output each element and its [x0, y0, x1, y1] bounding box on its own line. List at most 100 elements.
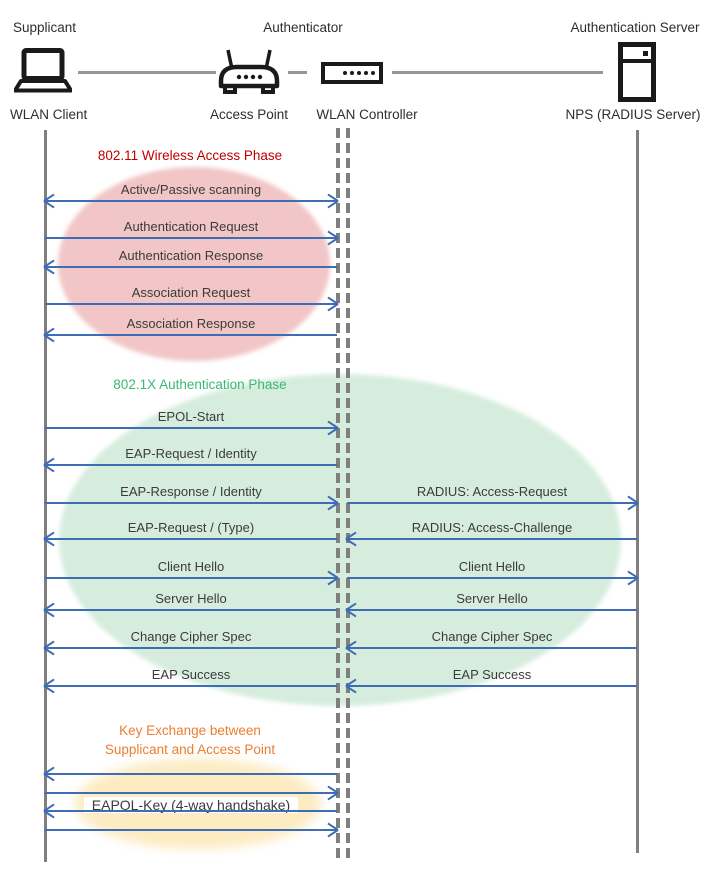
message-arrow-left [45, 773, 337, 775]
message-label-text: EPOL-Start [157, 409, 225, 424]
arrowhead-right-icon [625, 502, 637, 504]
message-label-text: EAP-Response / Identity [120, 484, 262, 499]
message-arrow-left [45, 685, 337, 687]
message-label: Change Cipher Spec [347, 628, 637, 646]
phase-title-line: 802.1X Authentication Phase [113, 377, 287, 392]
arrowhead-left-icon [45, 200, 57, 202]
arrowhead-right-icon [325, 502, 337, 504]
message-label-text: EAP-Request / (Type) [127, 520, 255, 535]
arrowhead-left-icon [45, 685, 57, 687]
message-arrow-right [45, 427, 337, 429]
role-label-authenticator: Authenticator [263, 20, 343, 35]
laptop-icon [13, 48, 73, 98]
arrowhead-left-icon [347, 609, 359, 611]
message-arrow-right [45, 502, 337, 504]
message-label-text: Association Request [131, 285, 251, 300]
arrowhead-left-icon [45, 334, 57, 336]
message-arrow-left [45, 266, 337, 268]
arrowhead-right-icon [625, 577, 637, 579]
arrowhead-right-icon [325, 577, 337, 579]
node-label-wlan-client: WLAN Client [10, 107, 88, 122]
message-label-text: Change Cipher Spec [431, 629, 553, 644]
message-label: Authentication Request [45, 218, 337, 236]
dot1x-authentication-phase-ellipse [59, 374, 621, 706]
message-label: EAPOL-Key (4-way handshake) [45, 796, 337, 814]
message-label: EAP Success [347, 666, 637, 684]
message-label: Association Request [45, 284, 337, 302]
message-arrow-right [45, 792, 337, 794]
lifeline-authenticator-left [336, 128, 340, 858]
message-label-text: RADIUS: Access-Challenge [411, 520, 573, 535]
arrowhead-left-icon [45, 266, 57, 268]
arrowhead-left-icon [45, 810, 57, 812]
message-arrow-right [45, 829, 337, 831]
message-arrow-left [45, 464, 337, 466]
message-arrow-left [347, 685, 637, 687]
message-arrow-both [45, 200, 337, 202]
message-label: Server Hello [347, 590, 637, 608]
arrowhead-left-icon [347, 538, 359, 540]
message-label: RADIUS: Access-Request [347, 483, 637, 501]
arrowhead-left-icon [347, 685, 359, 687]
message-arrow-left [347, 538, 637, 540]
message-label: Authentication Response [45, 247, 337, 265]
message-label-text: Active/Passive scanning [120, 182, 262, 197]
message-arrow-right [45, 303, 337, 305]
message-label-text: EAP Success [452, 667, 532, 682]
connector-line-controller-server [392, 71, 603, 74]
message-arrow-left [45, 810, 337, 812]
connector-dash-ap-controller [288, 71, 307, 74]
phase-title-line: Supplicant and Access Point [104, 742, 276, 757]
message-label-text: Client Hello [157, 559, 225, 574]
access-point-icon [217, 47, 281, 100]
role-label-supplicant: Supplicant [13, 20, 77, 35]
message-arrow-left [45, 647, 337, 649]
lifeline-radius-server [636, 130, 639, 853]
message-label-text: Authentication Response [118, 248, 264, 263]
server-icon [618, 42, 656, 107]
message-label-text: Server Hello [456, 591, 528, 606]
message-label-text: Change Cipher Spec [130, 629, 252, 644]
node-label-nps-radius-server: NPS (RADIUS Server) [565, 107, 701, 122]
message-label: Client Hello [45, 558, 337, 576]
arrowhead-right-icon [325, 829, 337, 831]
arrowhead-right-icon [325, 792, 337, 794]
arrowhead-right-icon [325, 303, 337, 305]
message-arrow-left [45, 334, 337, 336]
message-arrow-right [347, 502, 637, 504]
phase-title-line: Key Exchange between [119, 723, 261, 738]
message-label: EAP-Request / (Type) [45, 519, 337, 537]
wireless-access-phase-title: 802.11 Wireless Access Phase [40, 146, 340, 165]
message-label: Change Cipher Spec [45, 628, 337, 646]
node-label-access-point: Access Point [209, 107, 289, 122]
message-arrow-right [347, 577, 637, 579]
lifeline-wlan-client [44, 130, 47, 862]
message-label-text: EAP Success [151, 667, 231, 682]
message-arrow-right [45, 577, 337, 579]
message-label: EAP-Request / Identity [45, 445, 337, 463]
message-label-text: EAP-Request / Identity [125, 446, 257, 461]
message-label: Client Hello [347, 558, 637, 576]
node-label-wlan-controller: WLAN Controller [316, 107, 418, 122]
connector-line-client-ap [78, 71, 216, 74]
dot1x-authentication-phase-title: 802.1X Authentication Phase [50, 375, 350, 394]
arrowhead-right-icon [325, 200, 337, 202]
arrowhead-left-icon [45, 647, 57, 649]
message-arrow-left [45, 609, 337, 611]
message-label-text: Authentication Request [123, 219, 259, 234]
message-label: EAP-Response / Identity [45, 483, 337, 501]
arrowhead-left-icon [45, 773, 57, 775]
message-label-text: Server Hello [155, 591, 227, 606]
role-label-authentication-server: Authentication Server [570, 20, 700, 35]
arrowhead-left-icon [45, 538, 57, 540]
arrowhead-left-icon [45, 464, 57, 466]
message-label: RADIUS: Access-Challenge [347, 519, 637, 537]
wireless-access-phase-ellipse [58, 167, 330, 361]
message-label-text: RADIUS: Access-Request [416, 484, 568, 499]
wlan-controller-icon [321, 62, 383, 89]
message-arrow-left [347, 609, 637, 611]
